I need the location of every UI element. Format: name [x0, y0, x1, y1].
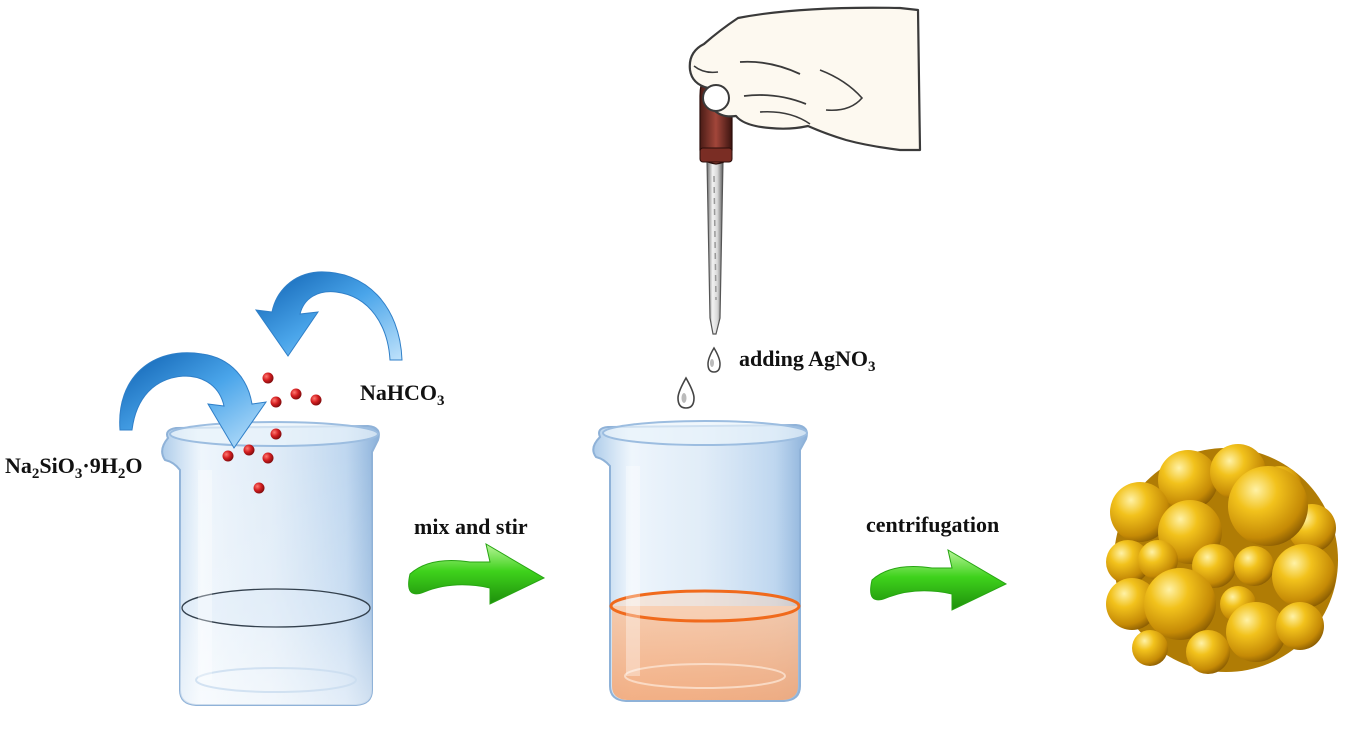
blue-curved-arrow-icon: [254, 271, 403, 361]
nanoparticle-cluster-icon: [1106, 444, 1338, 674]
beaker-icon: [592, 420, 808, 702]
hand-icon: [688, 6, 922, 152]
blue-curved-arrow-icon: [119, 352, 268, 449]
centrifuge-step-label: centrifugation: [866, 512, 1000, 537]
particles-icon: [222, 372, 322, 494]
silver-nitrate-label: adding AgNO3: [739, 346, 876, 375]
beaker-icon: [161, 421, 380, 706]
mix-step-label: mix and stir: [414, 514, 528, 539]
sodium-silicate-label: Na2SiO3·9H2O: [5, 453, 143, 482]
droplet-icon: [677, 376, 695, 409]
sodium-bicarbonate-label: NaHCO3: [360, 380, 445, 409]
green-right-arrow-icon: [870, 548, 1008, 611]
green-right-arrow-icon: [408, 542, 546, 605]
droplet-icon: [707, 346, 721, 373]
